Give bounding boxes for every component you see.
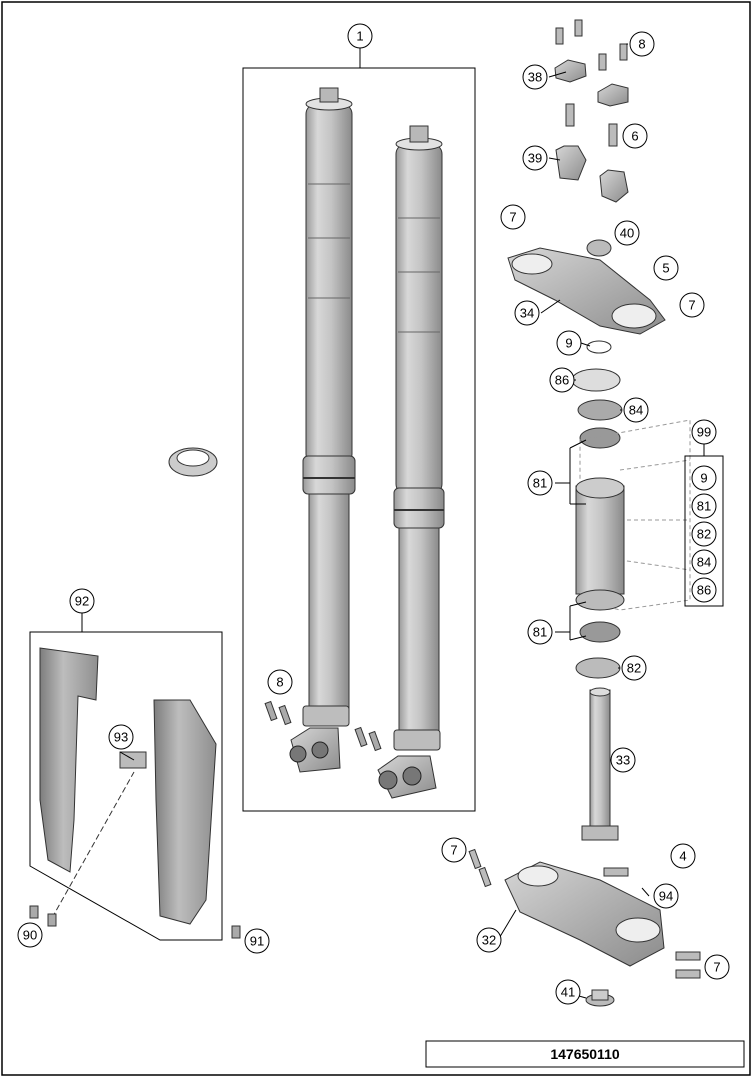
clamp-bolts	[555, 19, 628, 147]
kit-item-86: 86	[697, 583, 711, 598]
callout-94: 94	[659, 889, 673, 904]
spare-ring	[168, 447, 218, 477]
callout-33: 33	[616, 753, 630, 768]
steering-stem	[581, 687, 619, 841]
callout-8: 8	[276, 675, 283, 690]
callout-1: 1	[356, 29, 363, 44]
callout-34: 34	[520, 306, 534, 321]
kit-item-82: 82	[697, 527, 711, 542]
lower-clamp-bolts	[468, 848, 701, 979]
fork-guard-right	[153, 699, 217, 925]
callout-7: 7	[688, 298, 695, 313]
steering-head-tube	[575, 477, 625, 611]
callout-82: 82	[627, 661, 641, 676]
callout-84: 84	[629, 403, 643, 418]
callout-41: 41	[561, 985, 575, 1000]
guard-screws	[29, 905, 241, 939]
callout-7: 7	[450, 843, 457, 858]
callout-7: 7	[509, 210, 516, 225]
upper-triple-clamp	[507, 239, 666, 335]
dash-guide	[51, 771, 135, 919]
fork-leg-left	[289, 87, 356, 773]
callout-38: 38	[528, 70, 542, 85]
callout-90: 90	[23, 928, 37, 943]
callout-99: 99	[697, 425, 711, 440]
kit-item-84: 84	[697, 555, 711, 570]
fork-assembly-box	[242, 67, 476, 812]
leader-lines	[119, 43, 705, 999]
callout-81: 81	[533, 476, 547, 491]
fork-leg-right	[377, 125, 445, 799]
callout-5: 5	[662, 261, 669, 276]
handlebar-clamps	[554, 59, 629, 203]
callout-32: 32	[482, 933, 496, 948]
callout-91: 91	[250, 934, 264, 949]
callout-4: 4	[679, 849, 686, 864]
callout-circles	[17, 23, 730, 1005]
callout-92: 92	[75, 594, 89, 609]
kit-contents-box	[684, 455, 724, 607]
callout-39: 39	[528, 151, 542, 166]
kit-circles	[691, 465, 717, 603]
callout-8: 8	[638, 37, 645, 52]
lower-triple-clamp	[504, 861, 665, 967]
stem-nut	[585, 989, 615, 1007]
callout-40: 40	[620, 226, 634, 241]
callout-7: 7	[713, 960, 720, 975]
fork-guard-left	[39, 647, 99, 873]
callout-86: 86	[555, 373, 569, 388]
callout-93: 93	[114, 730, 128, 745]
callout-81: 81	[533, 625, 547, 640]
callout-6: 6	[631, 129, 638, 144]
kit-item-81: 81	[697, 499, 711, 514]
callout-9: 9	[565, 336, 572, 351]
bearings-lower	[575, 621, 621, 679]
drawing-number-box	[425, 1040, 745, 1068]
drawing-number: 147650110	[550, 1046, 620, 1062]
kit-item-9: 9	[700, 471, 707, 486]
bearings-upper	[571, 340, 623, 449]
guard-assembly-box	[29, 631, 223, 941]
bolts-left	[264, 700, 382, 752]
